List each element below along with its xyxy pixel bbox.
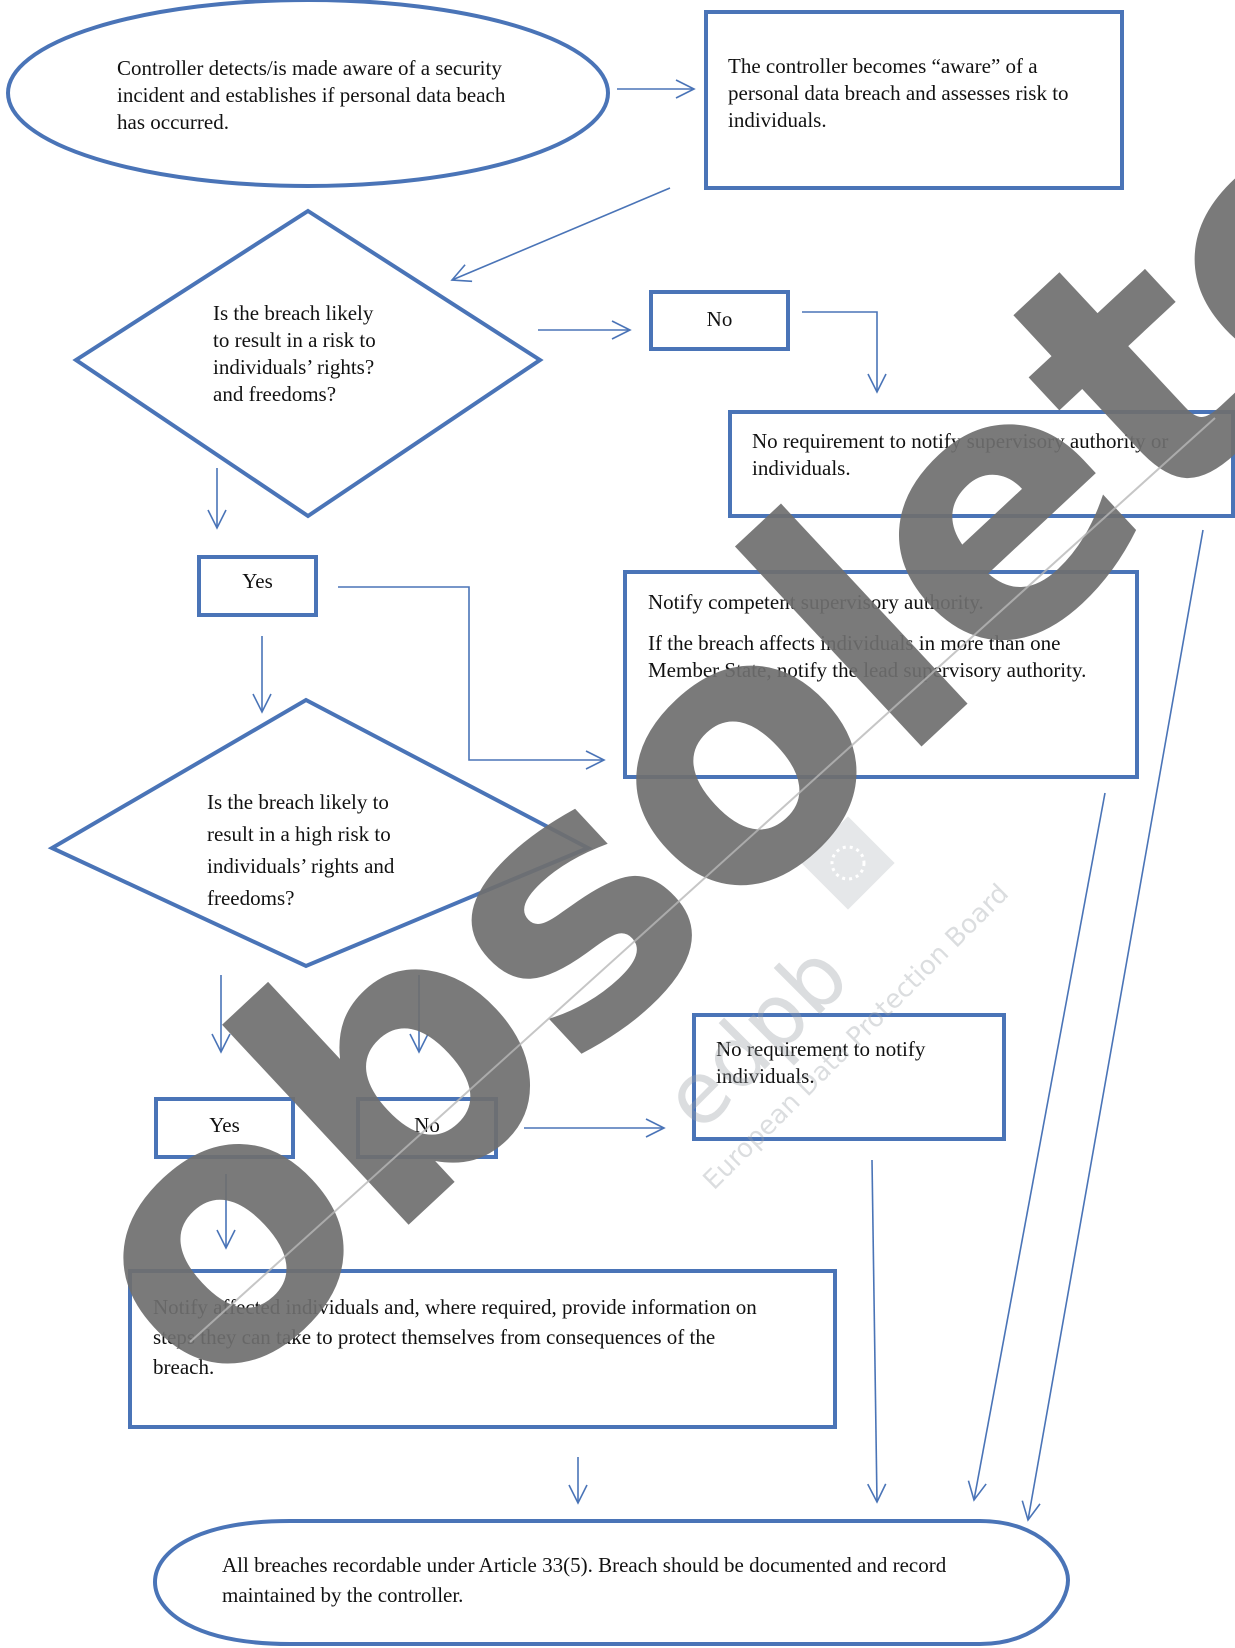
arrow-no-req-ind-to-end [867, 1159, 887, 1504]
notify-sa-para: If the breach affects individuals in mor… [648, 631, 1087, 682]
decision1-line: individuals’ rights? [213, 355, 375, 379]
notify-ind-text: Notify affected individuals and, where r… [153, 1295, 757, 1379]
no-req-ind-text: No requirement to notify individuals. [716, 1037, 926, 1088]
end-rounded-box [152, 1519, 1071, 1646]
no2-label: No [414, 1113, 440, 1137]
decision1-text: Is the breach likely to result in a risk… [213, 300, 443, 408]
decision2-line: Is the breach likely to [207, 790, 389, 814]
arrow-aware-to-decision1 [450, 187, 671, 283]
no1-box [649, 290, 790, 351]
yes2-label: Yes [209, 1113, 240, 1137]
decision1-line: Is the breach likely [213, 301, 374, 325]
aware-box [704, 10, 1124, 190]
start-text: Controller detects/is made aware of a se… [117, 56, 506, 134]
arrow-notify-sa-to-end [967, 792, 1106, 1502]
decision1-line: and freedoms? [213, 382, 337, 406]
arrow-yes1-to-notify-sa [338, 586, 606, 770]
notify-sa-para: Notify competent supervisory authority. [648, 590, 984, 614]
aware-text: The controller becomes “aware” of a pers… [728, 54, 1069, 132]
end-text: All breaches recordable under Article 33… [222, 1553, 947, 1607]
decision2-line: result in a high risk to [207, 822, 391, 846]
no-req-sa-text: No requirement to notify supervisory aut… [752, 429, 1169, 480]
decision2-line: individuals’ rights and [207, 854, 395, 878]
start-ellipse [6, 0, 610, 188]
decision2-line: freedoms? [207, 886, 295, 910]
arrow-no1-to-no-req-sa [802, 311, 887, 394]
notify-sa-text: Notify competent supervisory authority. … [648, 589, 1118, 684]
decision1-line: to result in a risk to [213, 328, 376, 352]
no1-label: No [706, 307, 733, 331]
decision2-text: Is the breach likely to result in a high… [207, 786, 457, 914]
yes1-label: Yes [242, 569, 273, 593]
